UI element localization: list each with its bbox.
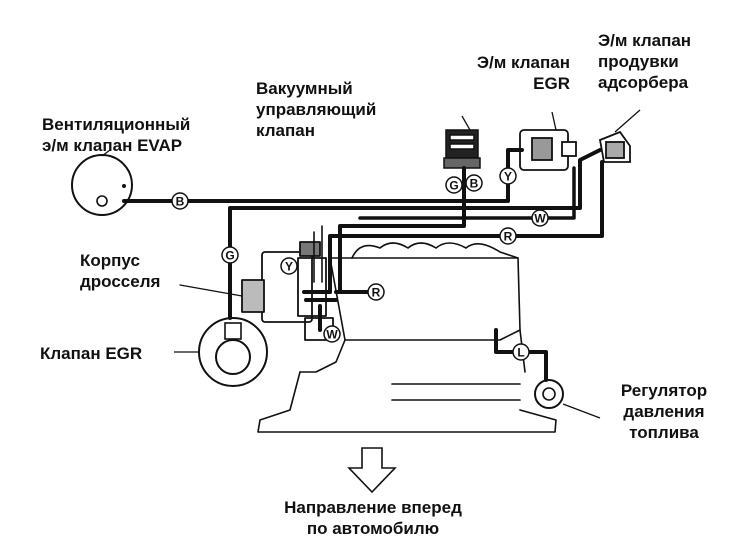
svg-text:G: G [449, 179, 458, 193]
svg-text:R: R [372, 286, 381, 300]
hose-code-l1: L [512, 343, 530, 361]
purge-solenoid-drawing [598, 130, 631, 163]
hose-code-w1: W [531, 209, 549, 227]
hose-code-y2: Y [280, 257, 298, 275]
hose-code-r2: R [367, 283, 385, 301]
svg-text:R: R [504, 230, 513, 244]
label-evap-vent-valve: Вентиляционный э/м клапан EVAP [42, 115, 191, 155]
label-egr-solenoid: Э/м клапан EGR [476, 53, 570, 93]
hose-code-r1: R [499, 227, 517, 245]
svg-text:W: W [534, 212, 546, 226]
label-egr-valve: Клапан EGR [40, 344, 143, 363]
label-throttle-body: Корпус дросселя [80, 251, 161, 291]
svg-text:L: L [517, 346, 524, 360]
label-fuel-pressure-regulator: Регулятор давления топлива [620, 381, 708, 442]
vacuum-control-valve-drawing [443, 129, 481, 169]
svg-text:Y: Y [285, 260, 293, 274]
hose-code-b1: B [171, 192, 189, 210]
leader-throttle [179, 284, 243, 297]
hose-code-b2: B [465, 174, 483, 192]
hose-code-g1: G [221, 246, 239, 264]
egr-solenoid-drawing [519, 129, 577, 171]
svg-text:G: G [225, 249, 234, 263]
hose-code-g2: G [445, 176, 463, 194]
label-forward-direction: Направление вперед по автомобилю [284, 498, 462, 538]
label-purge-solenoid: Э/м клапан продувки адсорбера [598, 31, 692, 92]
svg-text:Y: Y [504, 170, 512, 184]
svg-text:W: W [326, 328, 338, 342]
svg-text:B: B [470, 177, 479, 191]
leaders [101, 109, 641, 419]
evap-vent-valve-drawing [71, 154, 133, 216]
intake-manifold [257, 242, 557, 433]
fuel-pressure-regulator-drawing [534, 379, 564, 409]
svg-text:B: B [176, 195, 185, 209]
hose-code-w2: W [323, 325, 341, 343]
forward-arrow [347, 447, 397, 494]
egr-valve-drawing [198, 317, 268, 387]
vacuum-hoses [122, 148, 604, 382]
label-vacuum-control-valve: Вакуумный управляющий клапан [256, 79, 377, 140]
hose-code-y1: Y [499, 167, 517, 185]
